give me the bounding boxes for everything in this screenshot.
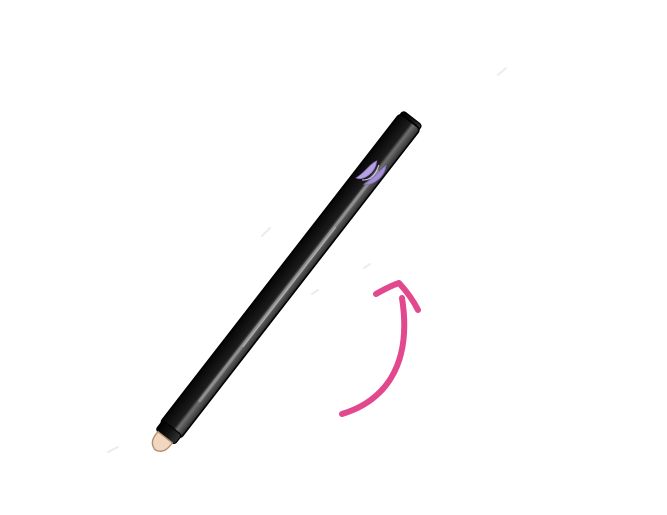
pencil-icon — [145, 110, 423, 458]
arrow-head — [376, 283, 418, 310]
pencil-highlight — [200, 172, 378, 401]
rotate-arrow-icon — [342, 283, 418, 414]
arrow-curve — [342, 298, 404, 414]
